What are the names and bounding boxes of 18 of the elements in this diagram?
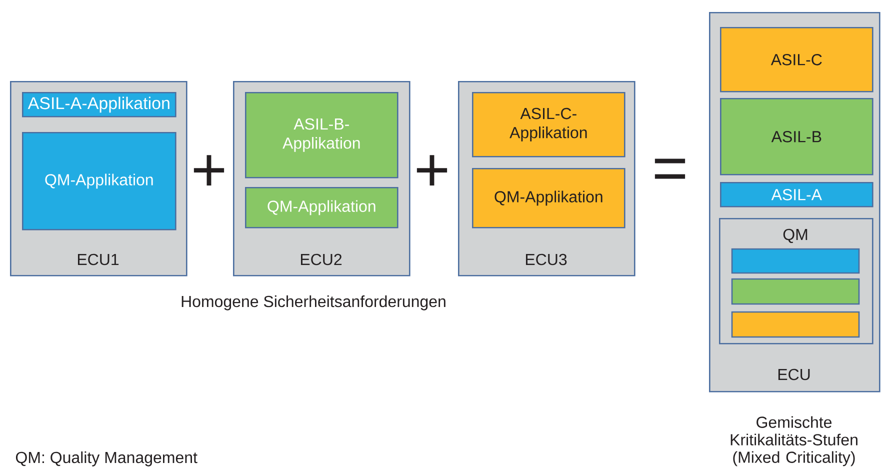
application-box: QM-Applikation <box>245 187 398 228</box>
footnote-text: QM: Quality Management <box>16 451 198 466</box>
application-box: ASIL-C- Applikation <box>472 92 626 158</box>
application-box: ASIL-B- Applikation <box>245 92 398 178</box>
equals-sign: = <box>654 158 686 179</box>
partition-box: ASIL-B <box>720 98 874 176</box>
application-box: QM-Applikation <box>22 132 176 230</box>
application-bar <box>731 248 860 274</box>
application-box: ASIL-A-Applikation <box>22 92 176 118</box>
caption-text: Homogene Sicherheitsanforderungen <box>182 295 446 310</box>
application-bar <box>731 311 860 338</box>
partition-box: ASIL-C <box>720 27 874 92</box>
application-bar <box>731 278 860 305</box>
plus-sign: + <box>416 155 448 186</box>
plus-sign: + <box>194 155 224 186</box>
application-box: QM-Applikation <box>472 168 626 228</box>
caption-text: Gemischte Kritikalitäts-Stufen (Mixed Criticality) <box>730 416 858 466</box>
partition-box: ASIL-A <box>720 182 874 208</box>
